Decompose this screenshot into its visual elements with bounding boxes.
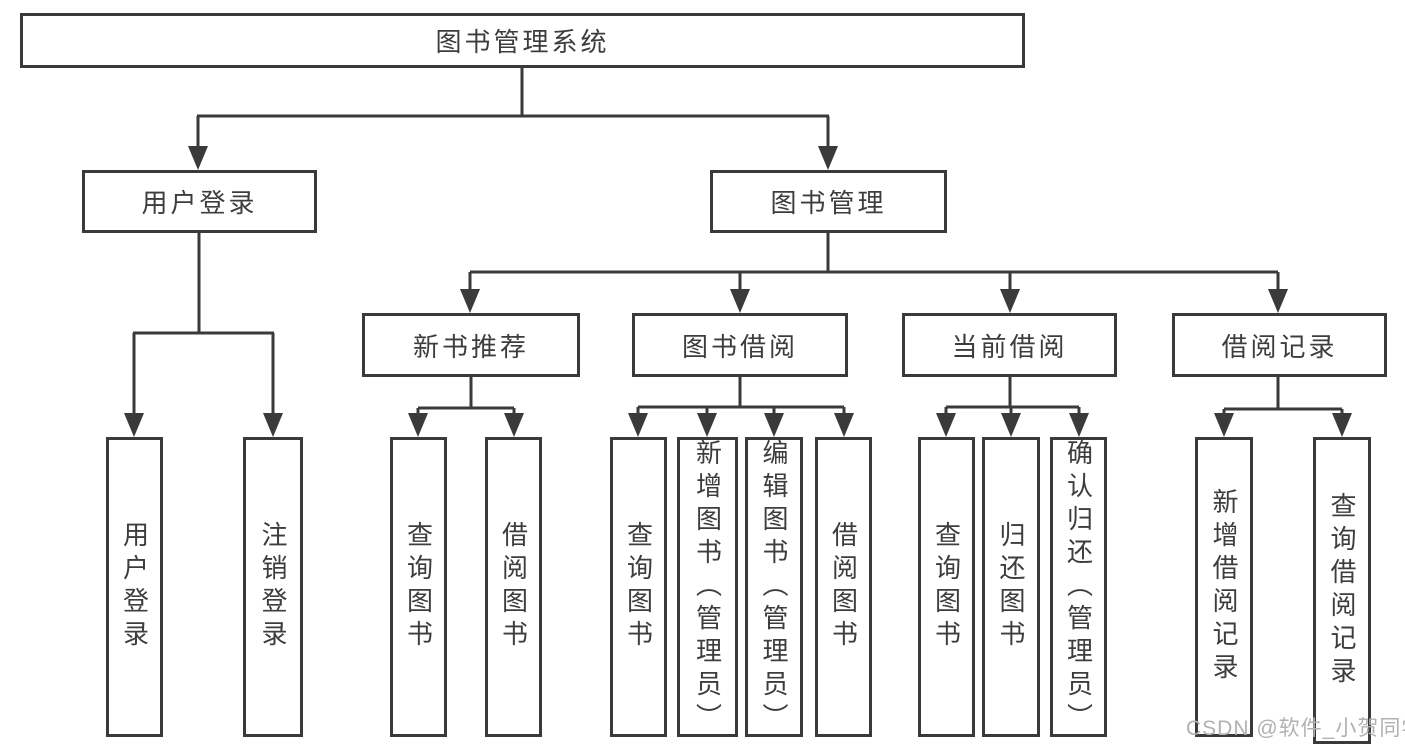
node-borrow-records-label: 借阅记录 — [1221, 331, 1338, 362]
leaf-user-login-label: 用户登录 — [119, 521, 150, 653]
leaf-current-return-label: 归还图书 — [996, 521, 1026, 653]
leaf-user-login: 用户登录 — [106, 437, 163, 737]
node-book-borrow-label: 图书借阅 — [681, 331, 798, 362]
leaf-borrow-query-label: 查询图书 — [623, 521, 654, 653]
node-user-login: 用户登录 — [82, 170, 317, 233]
node-current-borrow: 当前借阅 — [902, 313, 1117, 377]
leaf-borrow-add-admin-label: 新增图书（管理员） — [692, 438, 723, 736]
node-current-borrow-label: 当前借阅 — [951, 331, 1068, 362]
leaf-borrow-edit-admin: 编辑图书（管理员） — [745, 437, 803, 737]
node-borrow-records: 借阅记录 — [1172, 313, 1387, 377]
watermark: CSDN @软件_小贺同学 — [1186, 717, 1405, 740]
leaf-borrow-query: 查询图书 — [610, 437, 667, 737]
leaf-logout: 注销登录 — [243, 437, 303, 737]
leaf-borrow-borrow: 借阅图书 — [815, 437, 872, 737]
node-book-management: 图书管理 — [710, 170, 947, 233]
leaf-newbook-query: 查询图书 — [390, 437, 447, 737]
leaf-newbook-query-label: 查询图书 — [403, 521, 434, 653]
leaf-current-return: 归还图书 — [982, 437, 1040, 737]
node-root-label: 图书管理系统 — [435, 27, 610, 57]
leaf-current-confirm-admin-label: 确认归还（管理员） — [1063, 438, 1094, 736]
leaf-current-query-label: 查询图书 — [931, 521, 962, 653]
leaf-newbook-borrow: 借阅图书 — [485, 437, 542, 737]
leaf-records-add-label: 新增借阅记录 — [1209, 488, 1239, 686]
leaf-records-query-label: 查询借阅记录 — [1327, 491, 1357, 690]
leaf-current-confirm-admin: 确认归还（管理员） — [1050, 437, 1107, 737]
leaf-current-query: 查询图书 — [918, 437, 975, 737]
leaf-records-add: 新增借阅记录 — [1195, 437, 1253, 737]
node-new-book-recommend: 新书推荐 — [362, 313, 580, 377]
node-book-management-label: 图书管理 — [770, 188, 887, 218]
arrowheads — [124, 146, 1352, 437]
leaf-logout-label: 注销登录 — [258, 521, 288, 653]
leaf-borrow-edit-admin-label: 编辑图书（管理员） — [759, 438, 789, 736]
leaf-borrow-add-admin: 新增图书（管理员） — [677, 437, 738, 737]
leaf-records-query: 查询借阅记录 — [1313, 437, 1371, 744]
node-new-book-recommend-label: 新书推荐 — [412, 331, 529, 362]
leaf-newbook-borrow-label: 借阅图书 — [498, 521, 529, 653]
leaf-borrow-borrow-label: 借阅图书 — [828, 521, 859, 653]
node-book-borrow: 图书借阅 — [632, 313, 848, 377]
node-user-login-label: 用户登录 — [141, 188, 258, 218]
node-root: 图书管理系统 — [20, 13, 1025, 68]
